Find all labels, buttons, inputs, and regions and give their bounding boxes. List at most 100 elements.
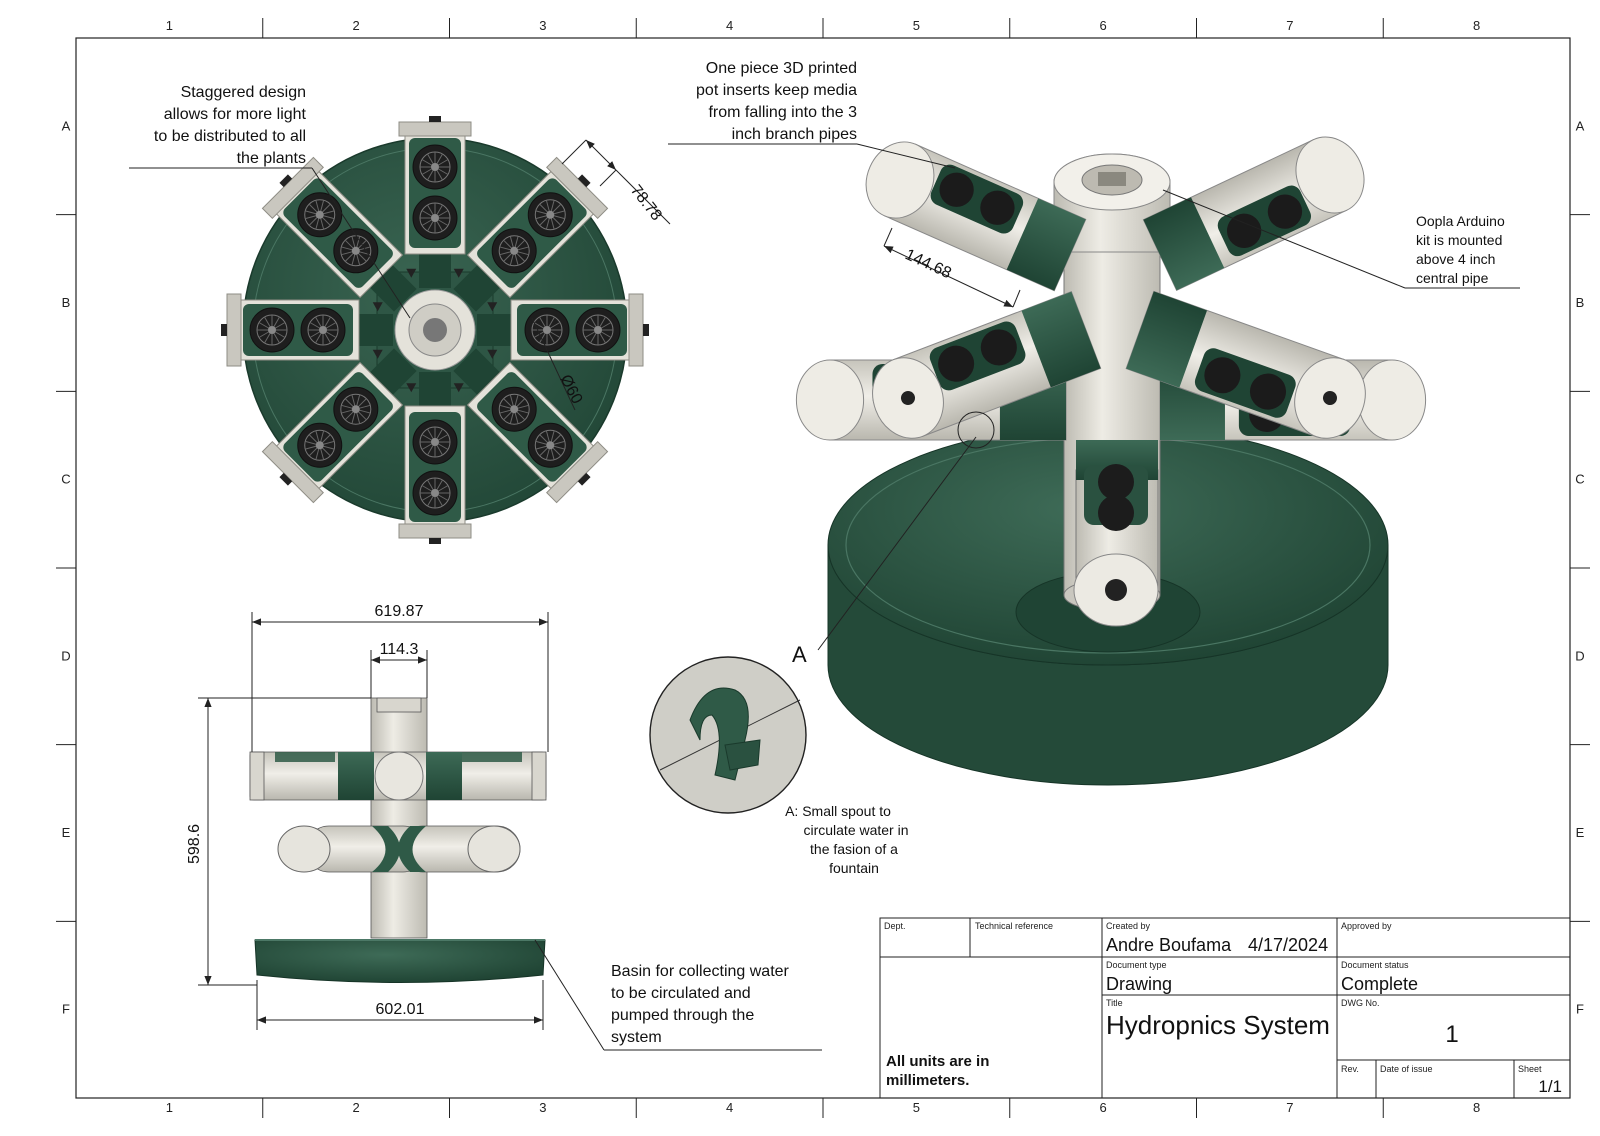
side-view	[249, 697, 547, 983]
note-arduino-kit: Oopla Arduino kit is mounted above 4 inc…	[1416, 213, 1505, 286]
top-view-vent	[487, 349, 498, 359]
tb-units-note-line2: millimeters.	[886, 1072, 969, 1089]
top-view-vent	[487, 302, 498, 312]
tb-rev-label: Rev.	[1341, 1064, 1359, 1074]
grid-column-label: 3	[539, 1100, 546, 1115]
grid-ticks	[56, 18, 1590, 1118]
iso-branch	[1125, 290, 1366, 439]
dim-basin-width: 602.01	[376, 1001, 425, 1018]
detail-view-a	[649, 656, 807, 814]
svg-text:to be distributed to all: to be distributed to all	[154, 128, 306, 145]
tb-units-note-line1: All units are in	[886, 1053, 989, 1070]
top-view	[221, 116, 649, 544]
svg-text:inch branch pipes: inch branch pipes	[732, 126, 857, 143]
svg-text:Staggered design: Staggered design	[181, 84, 306, 101]
svg-text:One piece 3D printed: One piece 3D printed	[706, 60, 857, 77]
leader-lines	[129, 143, 1520, 1051]
tb-doc-status-label: Document status	[1341, 960, 1409, 970]
grid-row-label: B	[62, 295, 71, 310]
top-view-vent	[453, 268, 464, 278]
grid-column-label: 7	[1286, 1100, 1293, 1115]
svg-text:kit is mounted: kit is mounted	[1416, 232, 1502, 248]
top-view-branch	[398, 372, 472, 544]
top-view-vent	[406, 268, 417, 278]
grid-row-label: F	[1576, 1002, 1584, 1017]
top-view-branch	[261, 156, 417, 312]
dim-height: 598.6	[186, 824, 203, 864]
dimension-lines	[198, 139, 1021, 1030]
tb-dwg-no: 1	[1445, 1021, 1458, 1048]
grid-row-label: F	[62, 1002, 70, 1017]
grid-column-label: 1	[166, 1100, 173, 1115]
svg-text:Basin for collecting water: Basin for collecting water	[611, 963, 790, 980]
grid-column-label: 8	[1473, 1100, 1480, 1115]
grid-row-label: A	[62, 118, 71, 133]
detail-callout-label: A	[792, 642, 807, 667]
iso-branch	[865, 141, 1087, 292]
svg-text:pot inserts keep media: pot inserts keep media	[696, 82, 857, 99]
grid-row-label: D	[61, 648, 70, 663]
iso-branch	[1142, 136, 1365, 291]
note-spout: A: Small spout to circulate water in the…	[785, 803, 908, 876]
tb-approved-by-label: Approved by	[1341, 921, 1392, 931]
grid-column-label: 4	[726, 1100, 733, 1115]
dim-branch-spacing: 144.68	[902, 246, 954, 282]
isometric-view	[795, 136, 1427, 786]
svg-text:fountain: fountain	[829, 860, 879, 876]
top-view-branches	[221, 116, 649, 544]
tb-doc-type-label: Document type	[1106, 960, 1167, 970]
top-view-branch	[221, 293, 393, 367]
note-staggered-design: Staggered design allows for more light t…	[154, 84, 307, 167]
isometric-branches	[795, 136, 1427, 441]
top-view-vent	[406, 383, 417, 393]
grid-row-label: D	[1575, 648, 1584, 663]
top-view-branch	[453, 348, 609, 504]
tb-date-of-issue-label: Date of issue	[1380, 1064, 1433, 1074]
grid-column-label: 6	[1100, 1100, 1107, 1115]
grid-row-label: C	[61, 472, 70, 487]
grid-column-label: 6	[1100, 18, 1107, 33]
top-view-branch	[477, 293, 649, 367]
top-view-vent	[372, 349, 383, 359]
svg-text:system: system	[611, 1029, 662, 1046]
tb-tech-ref-label: Technical reference	[975, 921, 1053, 931]
note-basin: Basin for collecting water to be circula…	[611, 963, 790, 1046]
tb-sheet-label: Sheet	[1518, 1064, 1542, 1074]
tb-title-label: Title	[1106, 998, 1123, 1008]
svg-text:central pipe: central pipe	[1416, 270, 1489, 286]
dim-overall-width: 619.87	[375, 603, 424, 620]
grid-row-label: E	[1576, 825, 1585, 840]
svg-text:the plants: the plants	[237, 150, 306, 167]
svg-text:pumped through the: pumped through the	[611, 1007, 754, 1024]
top-view-vent	[372, 302, 383, 312]
top-view-branch	[453, 156, 609, 312]
note-pot-inserts: One piece 3D printed pot inserts keep me…	[696, 60, 857, 143]
tb-sheet: 1/1	[1538, 1077, 1562, 1096]
tb-title: Hydropnics System	[1106, 1010, 1330, 1040]
grid-column-label: 8	[1473, 18, 1480, 33]
top-view-vent	[453, 383, 464, 393]
top-view-branch	[261, 348, 417, 504]
svg-text:from falling into the 3: from falling into the 3	[708, 104, 857, 121]
tb-created-by-label: Created by	[1106, 921, 1151, 931]
grid-row-label: B	[1576, 295, 1585, 310]
tb-dwg-no-label: DWG No.	[1341, 998, 1380, 1008]
grid-column-label: 1	[166, 18, 173, 33]
grid-column-label: 2	[353, 1100, 360, 1115]
svg-text:circulate water in: circulate water in	[803, 822, 908, 838]
tb-created-by: Andre Boufama	[1106, 935, 1232, 955]
grid-column-label: 5	[913, 18, 920, 33]
svg-text:to be circulated and: to be circulated and	[611, 985, 751, 1002]
grid-column-label: 5	[913, 1100, 920, 1115]
grid-column-label: 3	[539, 18, 546, 33]
grid-column-label: 2	[353, 18, 360, 33]
svg-text:Oopla Arduino: Oopla Arduino	[1416, 213, 1505, 229]
svg-text:the fasion of a: the fasion of a	[810, 841, 898, 857]
svg-text:allows for more light: allows for more light	[164, 106, 307, 123]
tb-doc-type: Drawing	[1106, 974, 1172, 994]
tb-created-date: 4/17/2024	[1248, 935, 1328, 955]
tb-dept-label: Dept.	[884, 921, 906, 931]
